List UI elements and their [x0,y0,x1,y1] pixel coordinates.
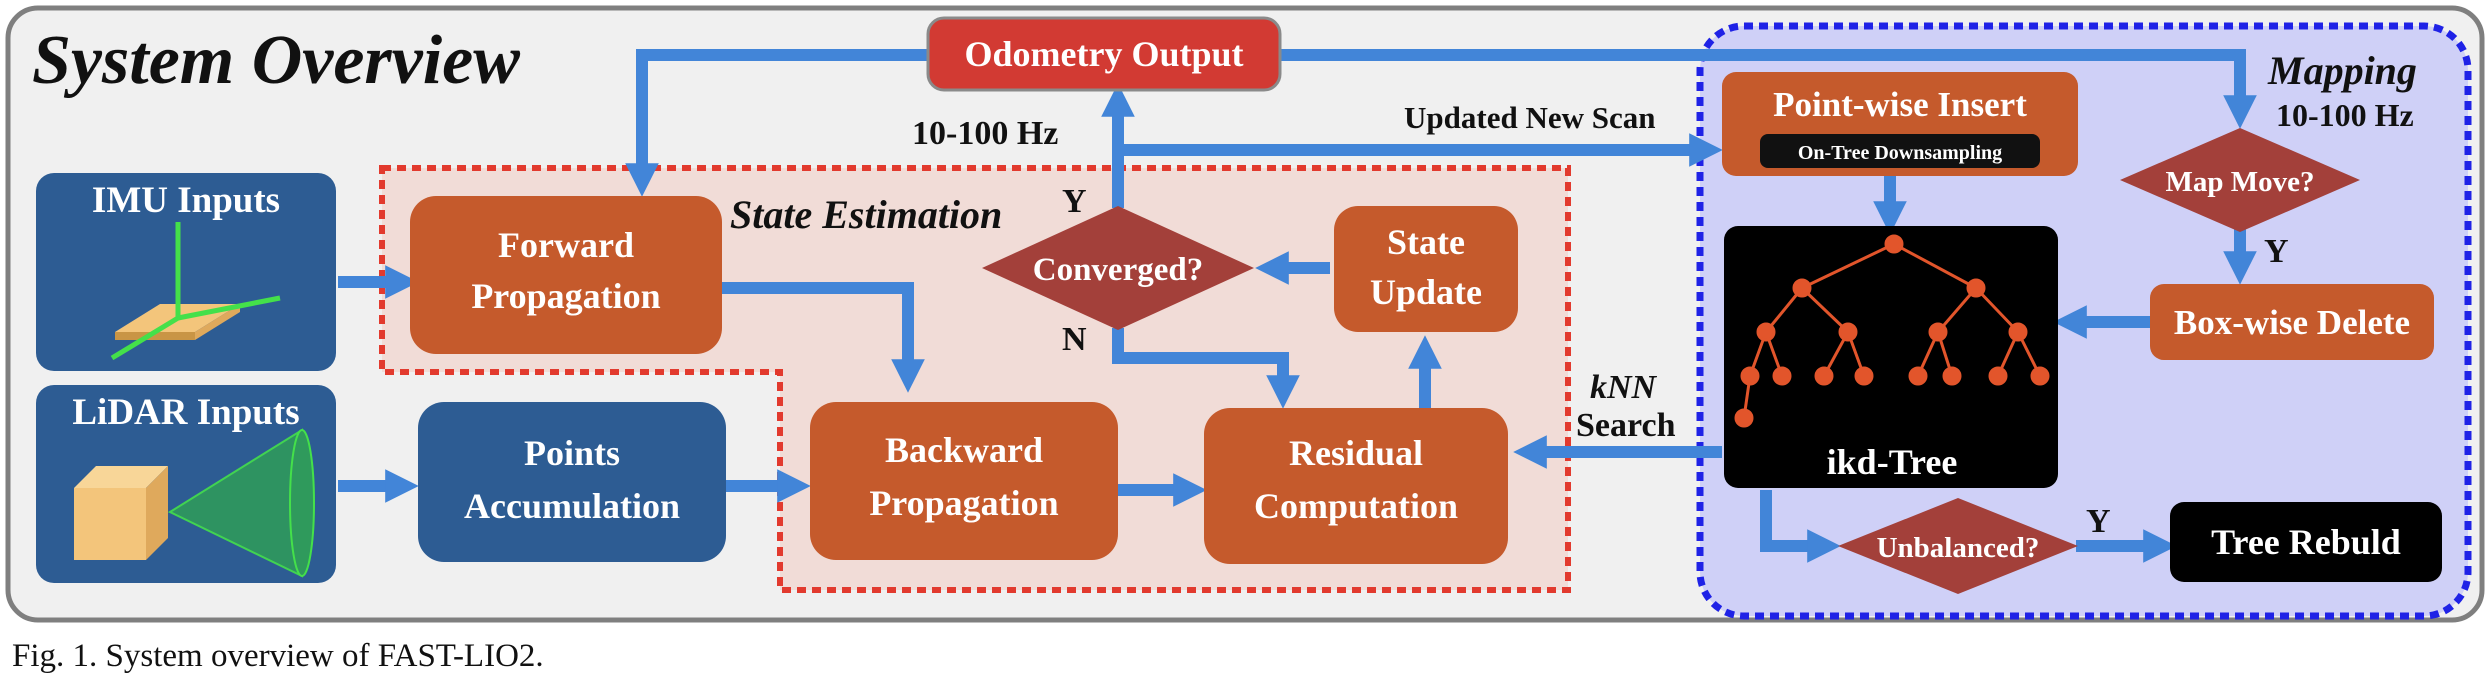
on-tree-downsampling-label: On-Tree Downsampling [1798,142,2002,164]
converged-yes-label: Y [1062,183,1087,220]
arrow-forward-to-backward [722,282,925,393]
unbalanced-label: Unbalanced? [1877,532,2040,564]
state-update-line2: Update [1370,272,1482,312]
updated-new-scan-label: Updated New Scan [1404,100,1655,135]
search-label: Search [1576,407,1676,444]
backward-propagation-line1: Backward [885,430,1043,470]
state-estimation-label: State Estimation [730,192,1002,237]
odometry-output-label: Odometry Output [965,34,1244,74]
lidar-inputs-block: LiDAR Inputs [36,385,336,583]
arrow-ikdtree-to-unbalanced [1760,490,1841,563]
points-accumulation-line2: Accumulation [464,486,680,526]
map-move-yes-label: Y [2264,233,2289,270]
ikd-tree-block: ikd-Tree [1724,226,2058,488]
forward-propagation-block: Forward Propagation [410,196,722,354]
residual-computation-line2: Computation [1254,486,1458,526]
forward-propagation-line1: Forward [498,225,634,265]
kd-tree-graphic [1734,234,2050,428]
arrow-odometry-to-forward [625,49,928,197]
converged-decision: Converged? [982,206,1254,330]
points-accumulation-line1: Points [524,433,620,473]
arrow-converged-no-to-residual [1112,328,1300,409]
arrow-odometry-to-mapmove [1280,49,2257,129]
backward-propagation-block: Backward Propagation [810,402,1118,560]
lidar-sensor-icon [74,428,315,578]
odometry-output-block: Odometry Output [926,16,1282,92]
state-update-block: State Update [1334,206,1518,332]
point-wise-insert-block: Point-wise Insert On-Tree Downsampling [1722,72,2078,176]
mapping-rate-label: 10-100 Hz [2276,97,2414,133]
mapping-label: Mapping [2267,48,2417,93]
map-move-decision: Map Move? [2120,128,2360,232]
residual-computation-line1: Residual [1289,433,1423,473]
converged-no-label: N [1062,321,1087,358]
diagram-title: System Overview [32,22,520,99]
on-tree-downsampling-badge [1760,134,2040,168]
forward-propagation-line2: Propagation [471,276,660,316]
odometry-rate-label: 10-100 Hz [912,115,1058,152]
imu-icon [110,222,281,361]
point-wise-insert-label: Point-wise Insert [1773,85,2027,124]
backward-propagation-line2: Propagation [869,483,1058,523]
imu-inputs-block: IMU Inputs [36,173,336,371]
tree-rebuild-block: Tree Rebuld [2170,502,2442,582]
unbalanced-decision: Unbalanced? [1838,498,2078,594]
converged-label: Converged? [1033,252,1203,288]
box-wise-delete-label: Box-wise Delete [2174,303,2410,342]
residual-computation-block: Residual Computation [1204,408,1508,564]
unbalanced-yes-label: Y [2086,503,2111,540]
knn-label: kNN [1590,369,1658,406]
ikd-tree-label: ikd-Tree [1827,442,1958,482]
lidar-inputs-label: LiDAR Inputs [72,392,299,433]
figure-caption: Fig. 1. System overview of FAST-LIO2. [12,638,544,674]
box-wise-delete-block: Box-wise Delete [2150,284,2434,360]
tree-rebuild-label: Tree Rebuld [2211,522,2401,562]
imu-inputs-label: IMU Inputs [92,180,280,221]
points-accumulation-block: Points Accumulation [418,402,726,562]
state-update-line1: State [1387,222,1465,262]
map-move-label: Map Move? [2166,166,2315,198]
